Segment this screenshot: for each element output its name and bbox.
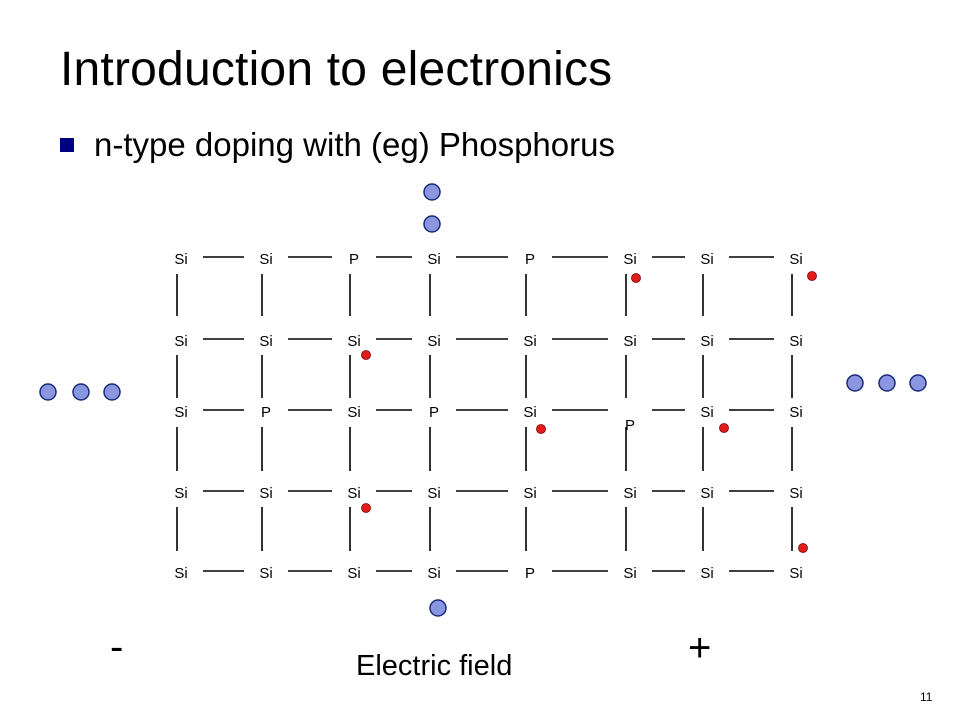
silicon-atom: Si [347,404,360,421]
silicon-atom: Si [700,404,713,421]
silicon-atom: Si [427,565,440,582]
silicon-atom: Si [523,404,536,421]
positive-terminal-label: + [688,626,712,670]
hole-dot [631,273,641,283]
silicon-atom: Si [347,333,360,350]
free-electron [878,374,896,392]
hole-dot [361,350,371,360]
free-electron [423,183,441,201]
phosphorus-atom: P [625,417,635,434]
silicon-atom: Si [700,333,713,350]
silicon-atom: Si [789,565,802,582]
electric-field-label: Electric field [356,650,513,682]
silicon-atom: Si [789,251,802,268]
slide-title: Introduction to electronics [60,43,613,96]
silicon-atom: Si [523,333,536,350]
phosphorus-atom: P [525,251,535,268]
silicon-atom: Si [789,333,802,350]
phosphorus-atom: P [261,404,271,421]
silicon-atom: Si [259,333,272,350]
hole-dot [807,271,817,281]
phosphorus-atom: P [429,404,439,421]
silicon-atom: Si [789,485,802,502]
silicon-atom: Si [174,485,187,502]
free-electron [909,374,927,392]
silicon-atom: Si [174,251,187,268]
free-electron [72,383,90,401]
silicon-atom: Si [174,565,187,582]
silicon-atom: Si [174,404,187,421]
bullet-item: n-type doping with (eg) Phosphorus [60,126,615,164]
silicon-atom: Si [259,565,272,582]
silicon-atom: Si [347,485,360,502]
silicon-atom: Si [523,485,536,502]
negative-terminal-label: - [110,625,124,669]
silicon-atom: Si [789,404,802,421]
phosphorus-atom: P [349,251,359,268]
silicon-atom: Si [259,251,272,268]
free-electron [423,215,441,233]
free-electron [39,383,57,401]
hole-dot [536,424,546,434]
silicon-atom: Si [623,333,636,350]
silicon-atom: Si [347,565,360,582]
phosphorus-atom: P [525,565,535,582]
hole-dot [798,543,808,553]
silicon-atom: Si [427,251,440,268]
silicon-atom: Si [427,333,440,350]
silicon-atom: Si [174,333,187,350]
silicon-atom: Si [623,565,636,582]
silicon-atom: Si [427,485,440,502]
free-electron [103,383,121,401]
silicon-atom: Si [623,251,636,268]
free-electron [846,374,864,392]
silicon-atom: Si [700,485,713,502]
free-electron [429,599,447,617]
bullet-text: n-type doping with (eg) Phosphorus [94,126,615,163]
page-number: 11 [920,690,933,704]
silicon-atom: Si [700,251,713,268]
silicon-atom: Si [623,485,636,502]
bullet-square-icon [60,138,74,152]
hole-dot [719,423,729,433]
hole-dot [361,503,371,513]
silicon-atom: Si [259,485,272,502]
silicon-atom: Si [700,565,713,582]
